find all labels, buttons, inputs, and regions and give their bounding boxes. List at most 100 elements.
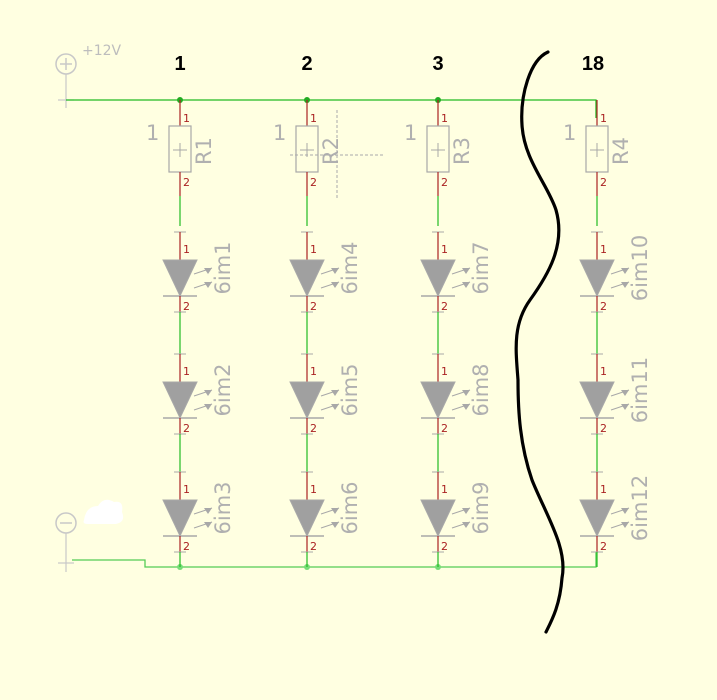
- led-ref: 6im4: [338, 241, 362, 294]
- pin-label: 1: [600, 243, 607, 256]
- light-arrow-head: [204, 508, 212, 514]
- light-arrow-head: [331, 390, 339, 396]
- light-arrow-head: [621, 522, 629, 528]
- led-diode-icon: [579, 381, 615, 420]
- led: 1 2 6im7: [420, 231, 493, 313]
- pin-label: 1: [310, 112, 317, 125]
- led-ref: 6im6: [338, 481, 362, 534]
- light-arrow-head: [462, 508, 470, 514]
- pin-label: 1: [310, 483, 317, 496]
- light-arrow-head: [462, 522, 470, 528]
- pin-label: 2: [310, 540, 317, 553]
- led-columns: 1121R1126im1126im2126im32121R2126im4126i…: [146, 53, 652, 570]
- led-ref: 6im7: [469, 241, 493, 294]
- pin-label: 2: [310, 176, 317, 189]
- light-arrow-head: [621, 268, 629, 274]
- led-ref: 6im12: [628, 475, 652, 541]
- pin-label: 2: [441, 540, 448, 553]
- pin-label: 2: [441, 422, 448, 435]
- led-diode-icon: [162, 499, 198, 538]
- led-diode-icon: [162, 381, 198, 420]
- light-arrow-head: [331, 522, 339, 528]
- column-number: 2: [301, 53, 312, 75]
- pin-label: 1: [310, 365, 317, 378]
- pin-label: 2: [310, 422, 317, 435]
- led-diode-icon: [289, 259, 325, 298]
- light-arrow-head: [462, 268, 470, 274]
- pin-label: 2: [600, 540, 607, 553]
- pin-label: 2: [183, 422, 190, 435]
- led-diode-icon: [579, 259, 615, 298]
- led-ref: 6im1: [211, 241, 235, 294]
- light-arrow-head: [331, 268, 339, 274]
- pin-label: 2: [310, 300, 317, 313]
- light-arrow-head: [204, 404, 212, 410]
- pin-label-outer: 1: [273, 121, 286, 145]
- pin-label: 1: [600, 483, 607, 496]
- bottom-bus-wire: [72, 552, 597, 568]
- pin-label: 2: [600, 300, 607, 313]
- light-arrow-head: [204, 282, 212, 288]
- led: 1 2 6im6: [289, 471, 362, 553]
- positive-supply: +12V: [55, 43, 122, 108]
- pin-label: 1: [310, 243, 317, 256]
- led-ref: 6im5: [338, 363, 362, 416]
- pin-label: 2: [600, 176, 607, 189]
- light-arrow-head: [621, 390, 629, 396]
- pin-label: 1: [183, 243, 190, 256]
- supply-voltage-label: +12V: [82, 43, 122, 59]
- led: 1 2 6im1: [162, 231, 235, 313]
- led-ref: 6im2: [211, 363, 235, 416]
- resistor-ref: R4: [609, 137, 633, 165]
- led: 1 2 6im4: [289, 231, 362, 313]
- resistor-ref: R3: [450, 137, 474, 165]
- led-diode-icon: [579, 499, 615, 538]
- light-arrow-head: [204, 522, 212, 528]
- pin-label: 2: [183, 300, 190, 313]
- led-ref: 6im9: [469, 481, 493, 534]
- led-diode-icon: [420, 499, 456, 538]
- pin-label: 2: [600, 422, 607, 435]
- led: 1 2 6im12: [579, 471, 652, 553]
- light-arrow-head: [204, 268, 212, 274]
- light-arrow-head: [462, 404, 470, 410]
- pin-label: 1: [183, 112, 190, 125]
- resistor-ref: R2: [319, 137, 343, 165]
- led: 1 2 6im2: [162, 353, 235, 435]
- light-arrow-head: [621, 404, 629, 410]
- pin-label: 1: [600, 365, 607, 378]
- pin-label: 2: [183, 176, 190, 189]
- pin-label: 2: [441, 300, 448, 313]
- pin-label: 2: [441, 176, 448, 189]
- pin-label-outer: 1: [404, 121, 417, 145]
- pin-label: 1: [441, 365, 448, 378]
- pin-label: 1: [183, 365, 190, 378]
- led-diode-icon: [289, 381, 325, 420]
- pin-label-outer: 1: [146, 121, 159, 145]
- light-arrow-head: [331, 282, 339, 288]
- led: 1 2 6im11: [579, 353, 652, 435]
- led-ref: 6im11: [628, 357, 652, 423]
- led-ref: 6im8: [469, 363, 493, 416]
- resistor-ref: R1: [192, 137, 216, 165]
- negative-supply: [55, 499, 124, 572]
- led-diode-icon: [420, 381, 456, 420]
- column-number: 1: [174, 53, 185, 75]
- led-ref: 6im3: [211, 481, 235, 534]
- pin-label: 1: [441, 243, 448, 256]
- pin-label-outer: 1: [563, 121, 576, 145]
- light-arrow-head: [462, 282, 470, 288]
- top-bus-wire: [66, 99, 597, 118]
- light-arrow-head: [331, 508, 339, 514]
- led-diode-icon: [420, 259, 456, 298]
- column-number: 3: [432, 53, 443, 75]
- light-arrow-head: [204, 390, 212, 396]
- white-smudge: [83, 499, 124, 524]
